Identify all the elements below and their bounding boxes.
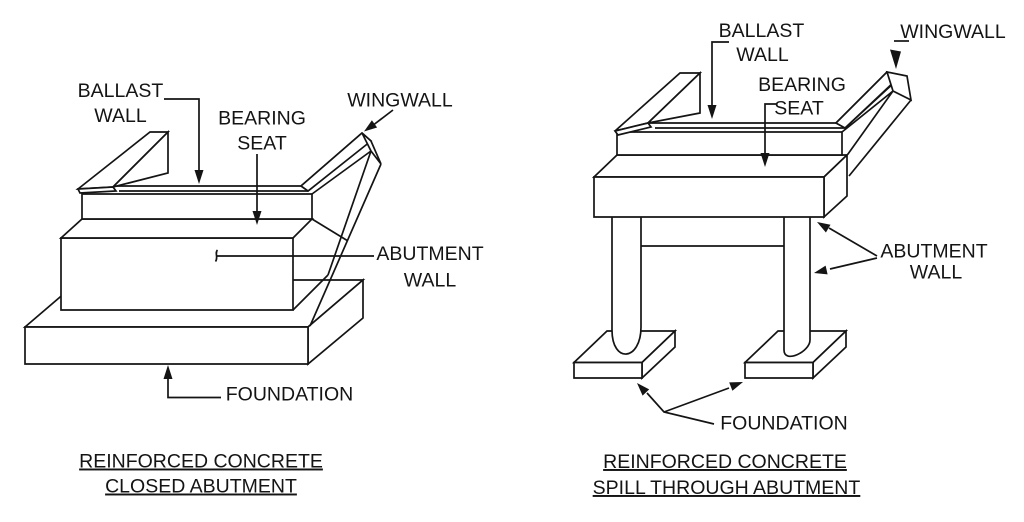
wingwall-arrow-icon [364,120,378,132]
abutment-wall-arrow-upper-icon [817,222,831,233]
label-wingwall: WINGWALL [347,90,453,112]
abutment-wall-leader [214,249,374,263]
cap-front-face [593,176,825,218]
foundation-arrow-left-icon [637,383,650,396]
abutment-wall-leader-upper [828,227,878,257]
cap-top-face [591,154,850,178]
wingwall-taper-edges [292,150,382,327]
left-footing-front-face [573,361,643,379]
wingwall-arrow-icon [890,49,901,69]
ballast-wall-arrow-icon [194,170,204,184]
ballast-wall-leader [164,98,200,171]
return-wall-end-face [76,186,118,194]
label-bearing-seat-line2: SEAT [237,133,287,155]
figure-closed-abutment: BALLAST WALL BEARING SEAT WINGWALL ABUTM… [22,80,484,498]
left-column-body [612,216,641,355]
bearing-seat-arrow-icon [760,153,770,167]
wingwall-taper-edges [841,90,912,177]
foundation-arrow-icon [163,365,173,379]
abutment-wall-top-face [58,218,315,239]
abutment-wall-leader-lower [829,257,878,270]
ballast-wall-leader [711,41,729,106]
label-ballast-wall-line2: WALL [736,44,789,66]
label-abutment-wall-line1: ABUTMENT [376,243,483,265]
label-bearing-seat-line1: BEARING [758,74,846,96]
figure-spill-through-abutment: BALLAST WALL BEARING SEAT WINGWALL ABUTM… [571,20,1006,499]
bearing-seat-arrow-icon [252,211,262,225]
seat-front-face [616,131,843,156]
abutment-wall-front-face [60,237,294,311]
foundation-leader [646,387,730,425]
caption-closed-line2: CLOSED ABUTMENT [105,476,297,498]
label-abutment-wall-line2: WALL [910,262,963,284]
abutment-wall-arrow-lower-icon [814,265,828,275]
wingwall-leader [371,109,394,127]
return-wall-inner-face [110,129,169,189]
right-footing-front-face [744,361,814,379]
right-column-body [784,216,810,357]
caption-spill-line1: REINFORCED CONCRETE [603,451,847,473]
left-column-edges [611,217,642,355]
label-bearing-seat-line2: SEAT [774,98,824,120]
label-bearing-seat-line1: BEARING [218,108,306,130]
right-column-edges [783,217,811,358]
wingwall-end-face [361,132,382,165]
label-foundation: FOUNDATION [226,384,353,406]
label-abutment-wall-line1: ABUTMENT [880,241,987,263]
label-ballast-wall-line2: WALL [94,105,147,127]
return-wall-end-face [613,122,653,136]
caption-spill-line2: SPILL THROUGH ABUTMENT [593,477,861,499]
bearing-seat-leader [764,103,776,153]
ballast-wall-arrow-icon [707,105,717,119]
foundation-leader [167,378,221,399]
foundation-arrow-right-icon [729,382,743,391]
label-foundation: FOUNDATION [720,413,847,435]
label-wingwall: WINGWALL [900,21,1006,43]
return-wall-inner-face [645,71,701,125]
label-abutment-wall-line2: WALL [404,270,457,292]
label-ballast-wall-line1: BALLAST [719,20,805,42]
bearing-seat-front-face [81,193,313,220]
label-ballast-wall-line1: BALLAST [78,80,164,102]
caption-closed-line1: REINFORCED CONCRETE [79,451,323,473]
foundation-front-face [24,326,309,365]
